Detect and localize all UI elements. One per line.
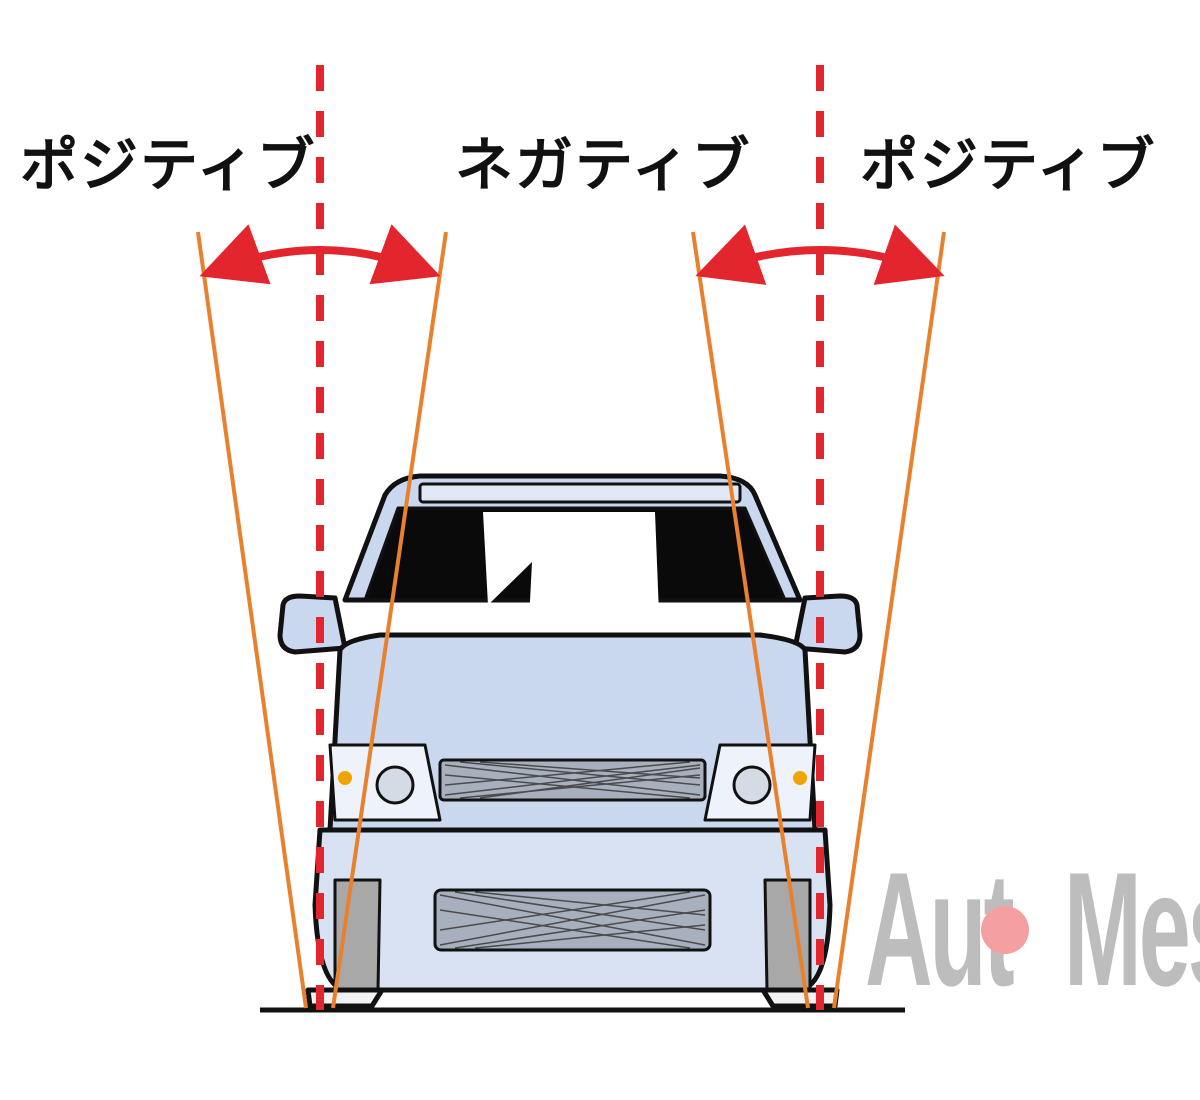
camber-line-left-negative: [331, 231, 448, 1009]
minivan-front-illustration: [277, 473, 863, 1009]
watermark-logo: Aut Messe Web: [865, 839, 1200, 1020]
label-negative-center: ネガティブ: [455, 131, 752, 199]
watermark-text-part2: Messe Web: [1064, 839, 1200, 1020]
watermark-dot: [981, 906, 1029, 954]
camber-line-right-negative: [691, 231, 810, 1009]
camber-line-right-positive: [832, 231, 946, 1009]
camber-line-left-positive: [196, 231, 308, 1009]
camber-arrow-left: [199, 224, 441, 285]
grille-mesh: [439, 761, 706, 949]
camber-arrow-right: [695, 224, 945, 285]
label-positive-left: ポジティブ: [20, 131, 317, 199]
label-positive-right: ポジティブ: [860, 131, 1157, 199]
